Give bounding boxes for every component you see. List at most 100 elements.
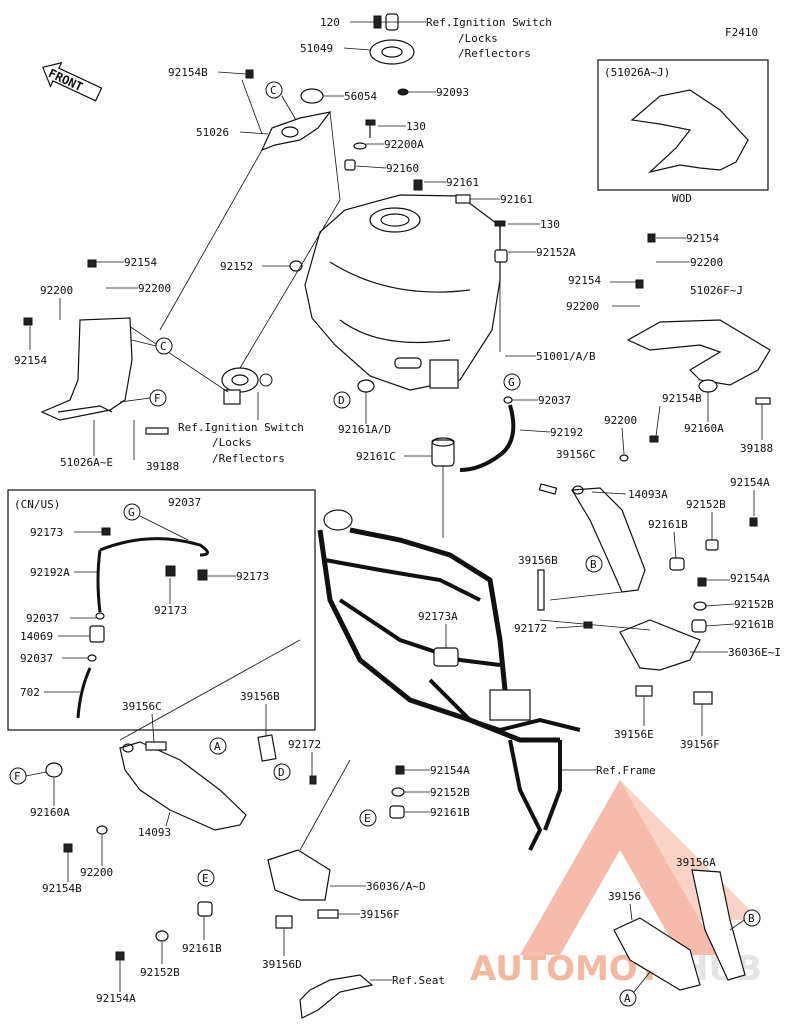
part-number-51001-a-b: 51001/A/B (536, 350, 596, 363)
part-number-92152B-right-a: 92152B (686, 498, 726, 511)
cover-14093 (119, 741, 247, 831)
part-number-92161B-mid: 92161B (430, 806, 470, 819)
callout-b-bracket: B (590, 558, 597, 571)
part-number-39156C-right: 39156C (556, 448, 596, 461)
callout-c-left: C (160, 340, 167, 353)
bolt-130-top (344, 119, 376, 171)
part-number-14093A: 14093A (628, 488, 668, 501)
ref-ignition-switch-side: Ref.Ignition Switch (178, 421, 304, 434)
front-label: FRONT (46, 66, 85, 94)
front-arrow-icon (41, 61, 103, 102)
part-number-14069: 14069 (20, 630, 53, 643)
ignition-switch-side (221, 367, 273, 405)
callout-c-top: C (270, 84, 277, 97)
fuel-tank (304, 194, 501, 391)
part-number-92152B-mid: 92152B (430, 786, 470, 799)
part-number-92173-box-b: 92173 (154, 604, 187, 617)
ref-locks-top: /Locks (458, 32, 498, 45)
part-number-92037-tank: 92037 (538, 394, 571, 407)
part-number-92154-left-b: 92154 (14, 354, 47, 367)
part-number-92152B-right-b: 92152B (734, 598, 774, 611)
bracket-36036-A-D (267, 849, 331, 901)
reflector-39156 (613, 869, 746, 991)
part-number-92152A: 92152A (536, 246, 576, 259)
figure-code: F2410 (725, 26, 758, 39)
part-number-92161-a: 92161 (446, 176, 479, 189)
part-number-36036-A-D: 36036/A~D (366, 880, 426, 893)
part-number-51026: 51026 (196, 126, 229, 139)
hose-92192A (96, 537, 209, 613)
side-cover-51026F-J (626, 319, 771, 386)
part-number-92154A-right-a: 92154A (730, 476, 770, 489)
region-box-cn-us (7, 489, 316, 731)
part-number-92154-right-a: 92154 (686, 232, 719, 245)
hose-702 (76, 667, 92, 719)
part-number-92160A-left: 92160A (30, 806, 70, 819)
part-number-39156E: 39156E (614, 728, 654, 741)
ref-frame: Ref.Frame (596, 764, 656, 777)
part-number-120: 120 (320, 16, 340, 29)
callout-e-left: E (202, 872, 209, 885)
callout-d-tank: D (338, 394, 345, 407)
part-number-92200A: 92200A (384, 138, 424, 151)
part-number-92161A-D: 92161A/D (338, 423, 391, 436)
part-number-92152: 92152 (220, 260, 253, 273)
ref-ignition-switch-top: Ref.Ignition Switch (426, 16, 552, 29)
ref-reflectors-side: /Reflectors (212, 452, 285, 465)
bolt-130-right (494, 220, 508, 263)
part-number-130: 130 (406, 120, 426, 133)
grommet-92161C (431, 437, 455, 467)
part-number-92154B-lower: 92154B (42, 882, 82, 895)
part-number-92173-box-a: 92173 (30, 526, 63, 539)
ref-reflectors-top: /Reflectors (458, 47, 531, 60)
part-number-92200-right-b: 92200 (566, 300, 599, 313)
part-number-92160A-right: 92160A (684, 422, 724, 435)
callout-g-tank: G (508, 376, 515, 389)
part-number-92154A-mid: 92154A (430, 764, 470, 777)
part-number-92200-lower: 92200 (80, 866, 113, 879)
callout-d-left: D (278, 766, 285, 779)
variant-box-caption: WOD (672, 192, 692, 205)
part-number-92152B-lower: 92152B (140, 966, 180, 979)
callout-g-box: G (128, 506, 135, 519)
hose-92192 (459, 404, 516, 472)
part-number-92192A: 92192A (30, 566, 70, 579)
part-number-92173-box-c: 92173 (236, 570, 269, 583)
cover-51026 (260, 111, 332, 152)
part-number-92154B: 92154B (168, 66, 208, 79)
part-number-92200-right-a: 92200 (690, 256, 723, 269)
part-number-92093: 92093 (436, 86, 469, 99)
ref-locks-side: /Locks (212, 436, 252, 449)
part-number-92161B-lower: 92161B (182, 942, 222, 955)
part-number-39156F-left: 39156F (360, 908, 400, 921)
bracket-36036E-I (619, 619, 701, 671)
variant-box-title: (51026A~J) (604, 66, 670, 79)
callout-e-mid: E (364, 812, 371, 825)
callout-b-lower: B (748, 912, 755, 925)
part-number-39156: 39156 (608, 890, 641, 903)
part-number-56054: 56054 (344, 90, 377, 103)
part-number-702: 702 (20, 686, 40, 699)
part-number-51026A-E: 51026A~E (60, 456, 113, 469)
part-number-36036E-I: 36036E~I (728, 646, 781, 659)
part-number-51049: 51049 (300, 42, 333, 55)
part-number-92200-left-a: 92200 (138, 282, 171, 295)
bracket-14093A (570, 485, 646, 593)
callout-a-lower: A (624, 992, 631, 1005)
part-number-92154-right-b: 92154 (568, 274, 601, 287)
callout-f-lower: F (14, 770, 21, 783)
part-number-92037-box-c: 92037 (20, 652, 53, 665)
part-number-39156B-right: 39156B (518, 554, 558, 567)
part-number-92161B-right-a: 92161B (648, 518, 688, 531)
region-box-title: (CN/US) (14, 498, 60, 511)
part-number-51026F-J: 51026F~J (690, 284, 743, 297)
part-number-92161B-right-b: 92161B (734, 618, 774, 631)
part-number-92172-right: 92172 (514, 622, 547, 635)
seat-bracket (299, 974, 374, 1019)
part-number-39156B-left: 39156B (240, 690, 280, 703)
part-number-92161-b: 92161 (500, 193, 533, 206)
part-number-92200-right-c: 92200 (604, 414, 637, 427)
part-number-130-right: 130 (540, 218, 560, 231)
part-number-92037-box-b: 92037 (26, 612, 59, 625)
